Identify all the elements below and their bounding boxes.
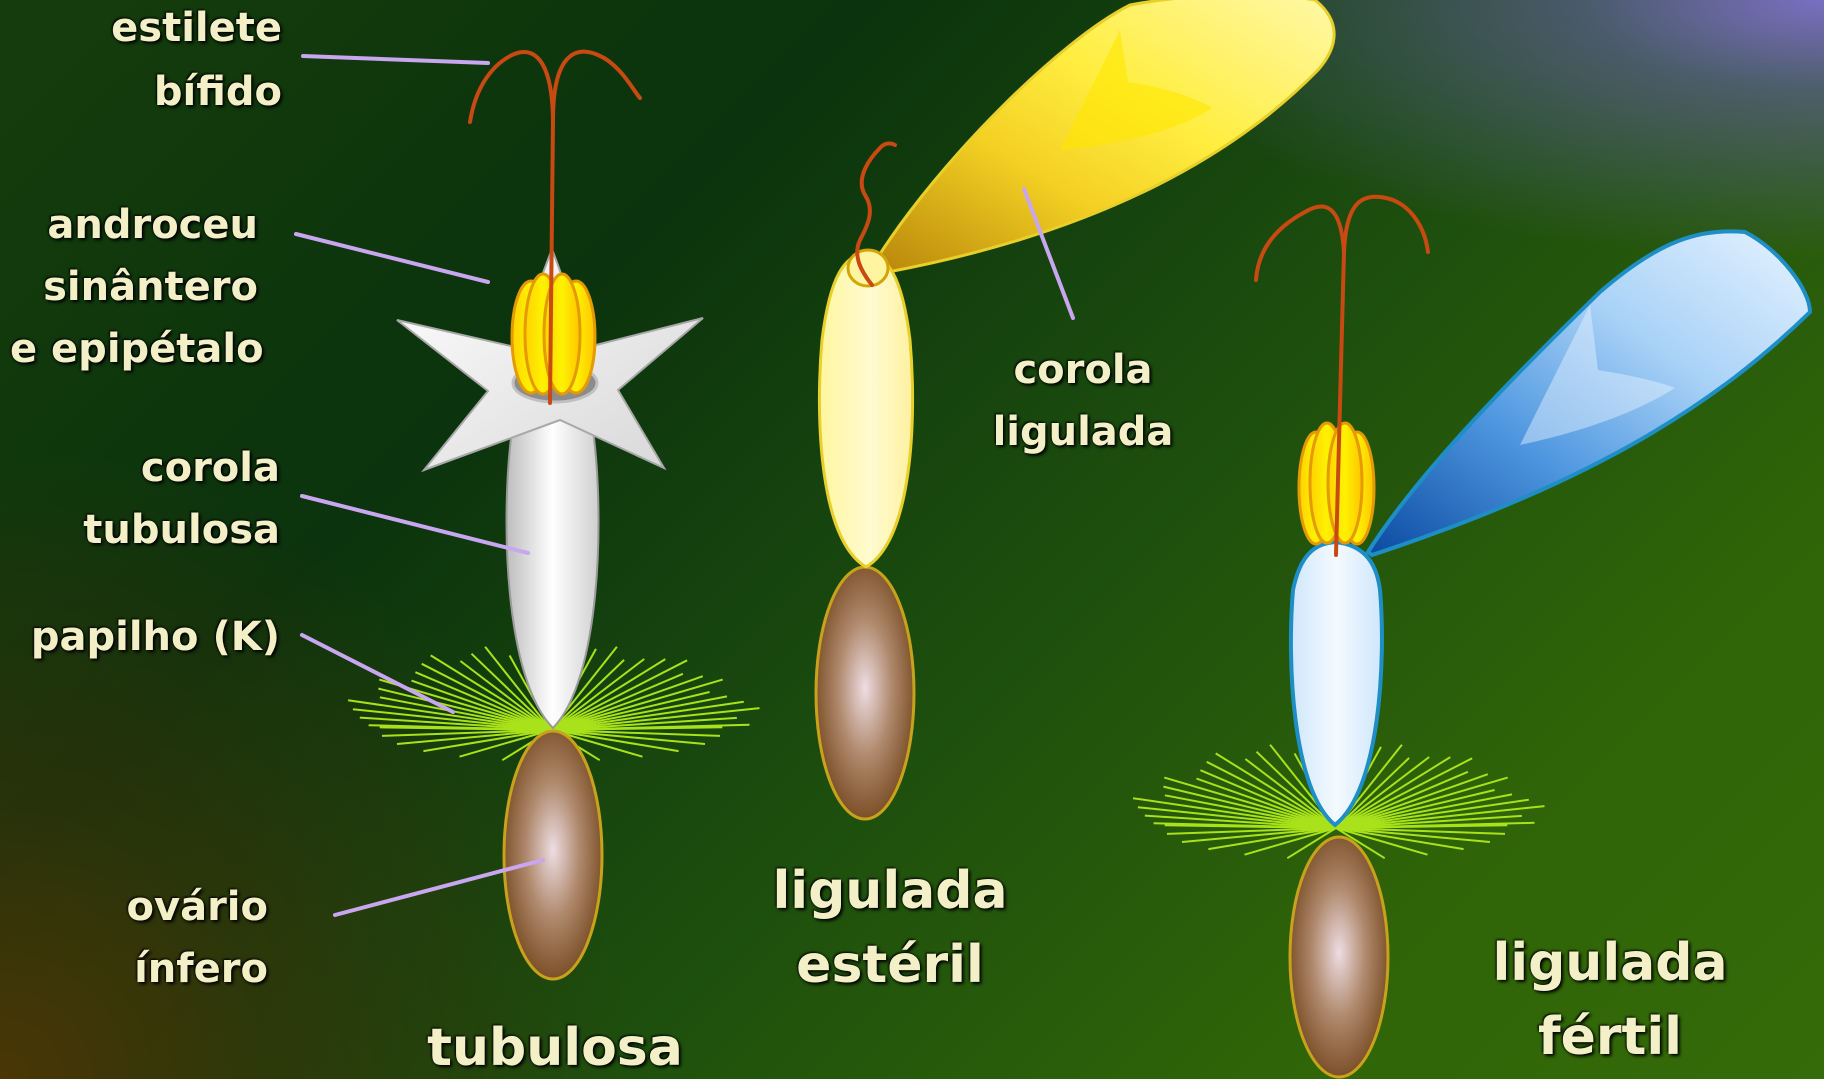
corolla-tube-fertile bbox=[1291, 542, 1382, 825]
label-ligulate-corolla: corola ligulada bbox=[970, 350, 1196, 452]
label-ligulate-corolla-line1: corola bbox=[970, 350, 1196, 390]
label-pappus: papilho (K) bbox=[2, 617, 280, 657]
caption-sterile-line1: ligulada bbox=[740, 865, 1040, 917]
label-tubular-corolla-line1: corola bbox=[40, 448, 280, 488]
label-style-line2: bífido bbox=[60, 72, 282, 112]
label-tubular-corolla: corola tubulosa bbox=[40, 448, 280, 550]
label-tubular-corolla-line2: tubulosa bbox=[40, 510, 280, 550]
label-style-bifid: estilete bífido bbox=[60, 8, 282, 112]
caption-sterile-ligulate: ligulada estéril bbox=[740, 865, 1040, 991]
corolla-tube-tubular bbox=[506, 408, 598, 729]
label-ovary: ovário ínfero bbox=[60, 887, 268, 989]
pointer-pappus bbox=[302, 635, 453, 712]
pointer-androecium bbox=[296, 234, 488, 282]
caption-fertile-line1: ligulada bbox=[1460, 937, 1760, 989]
pointer-tubular-corolla bbox=[302, 496, 528, 553]
caption-sterile-line2: estéril bbox=[740, 939, 1040, 991]
label-androecium-line2: sinântero bbox=[10, 267, 258, 307]
ovary-fertile bbox=[1290, 837, 1388, 1077]
tubular-flower bbox=[348, 52, 759, 979]
label-androecium-line1: androceu bbox=[10, 205, 258, 245]
caption-tubulosa: tubulosa bbox=[405, 1022, 705, 1074]
label-androecium-line3: e epipétalo bbox=[10, 329, 258, 369]
ovary-sterile bbox=[816, 567, 914, 819]
anthers-tubular bbox=[512, 274, 595, 394]
ovary-tubular bbox=[504, 731, 602, 979]
label-ovary-line2: ínfero bbox=[60, 949, 268, 989]
label-ovary-line1: ovário bbox=[60, 887, 268, 927]
pointer-style bbox=[303, 56, 488, 63]
caption-fertile-line2: fértil bbox=[1460, 1011, 1760, 1063]
label-ligulate-corolla-line2: ligulada bbox=[970, 412, 1196, 452]
label-style-line1: estilete bbox=[60, 8, 282, 48]
caption-fertile-ligulate: ligulada fértil bbox=[1460, 937, 1760, 1063]
corolla-tube-sterile bbox=[819, 253, 912, 567]
label-androecium: androceu sinântero e epipétalo bbox=[10, 205, 258, 369]
